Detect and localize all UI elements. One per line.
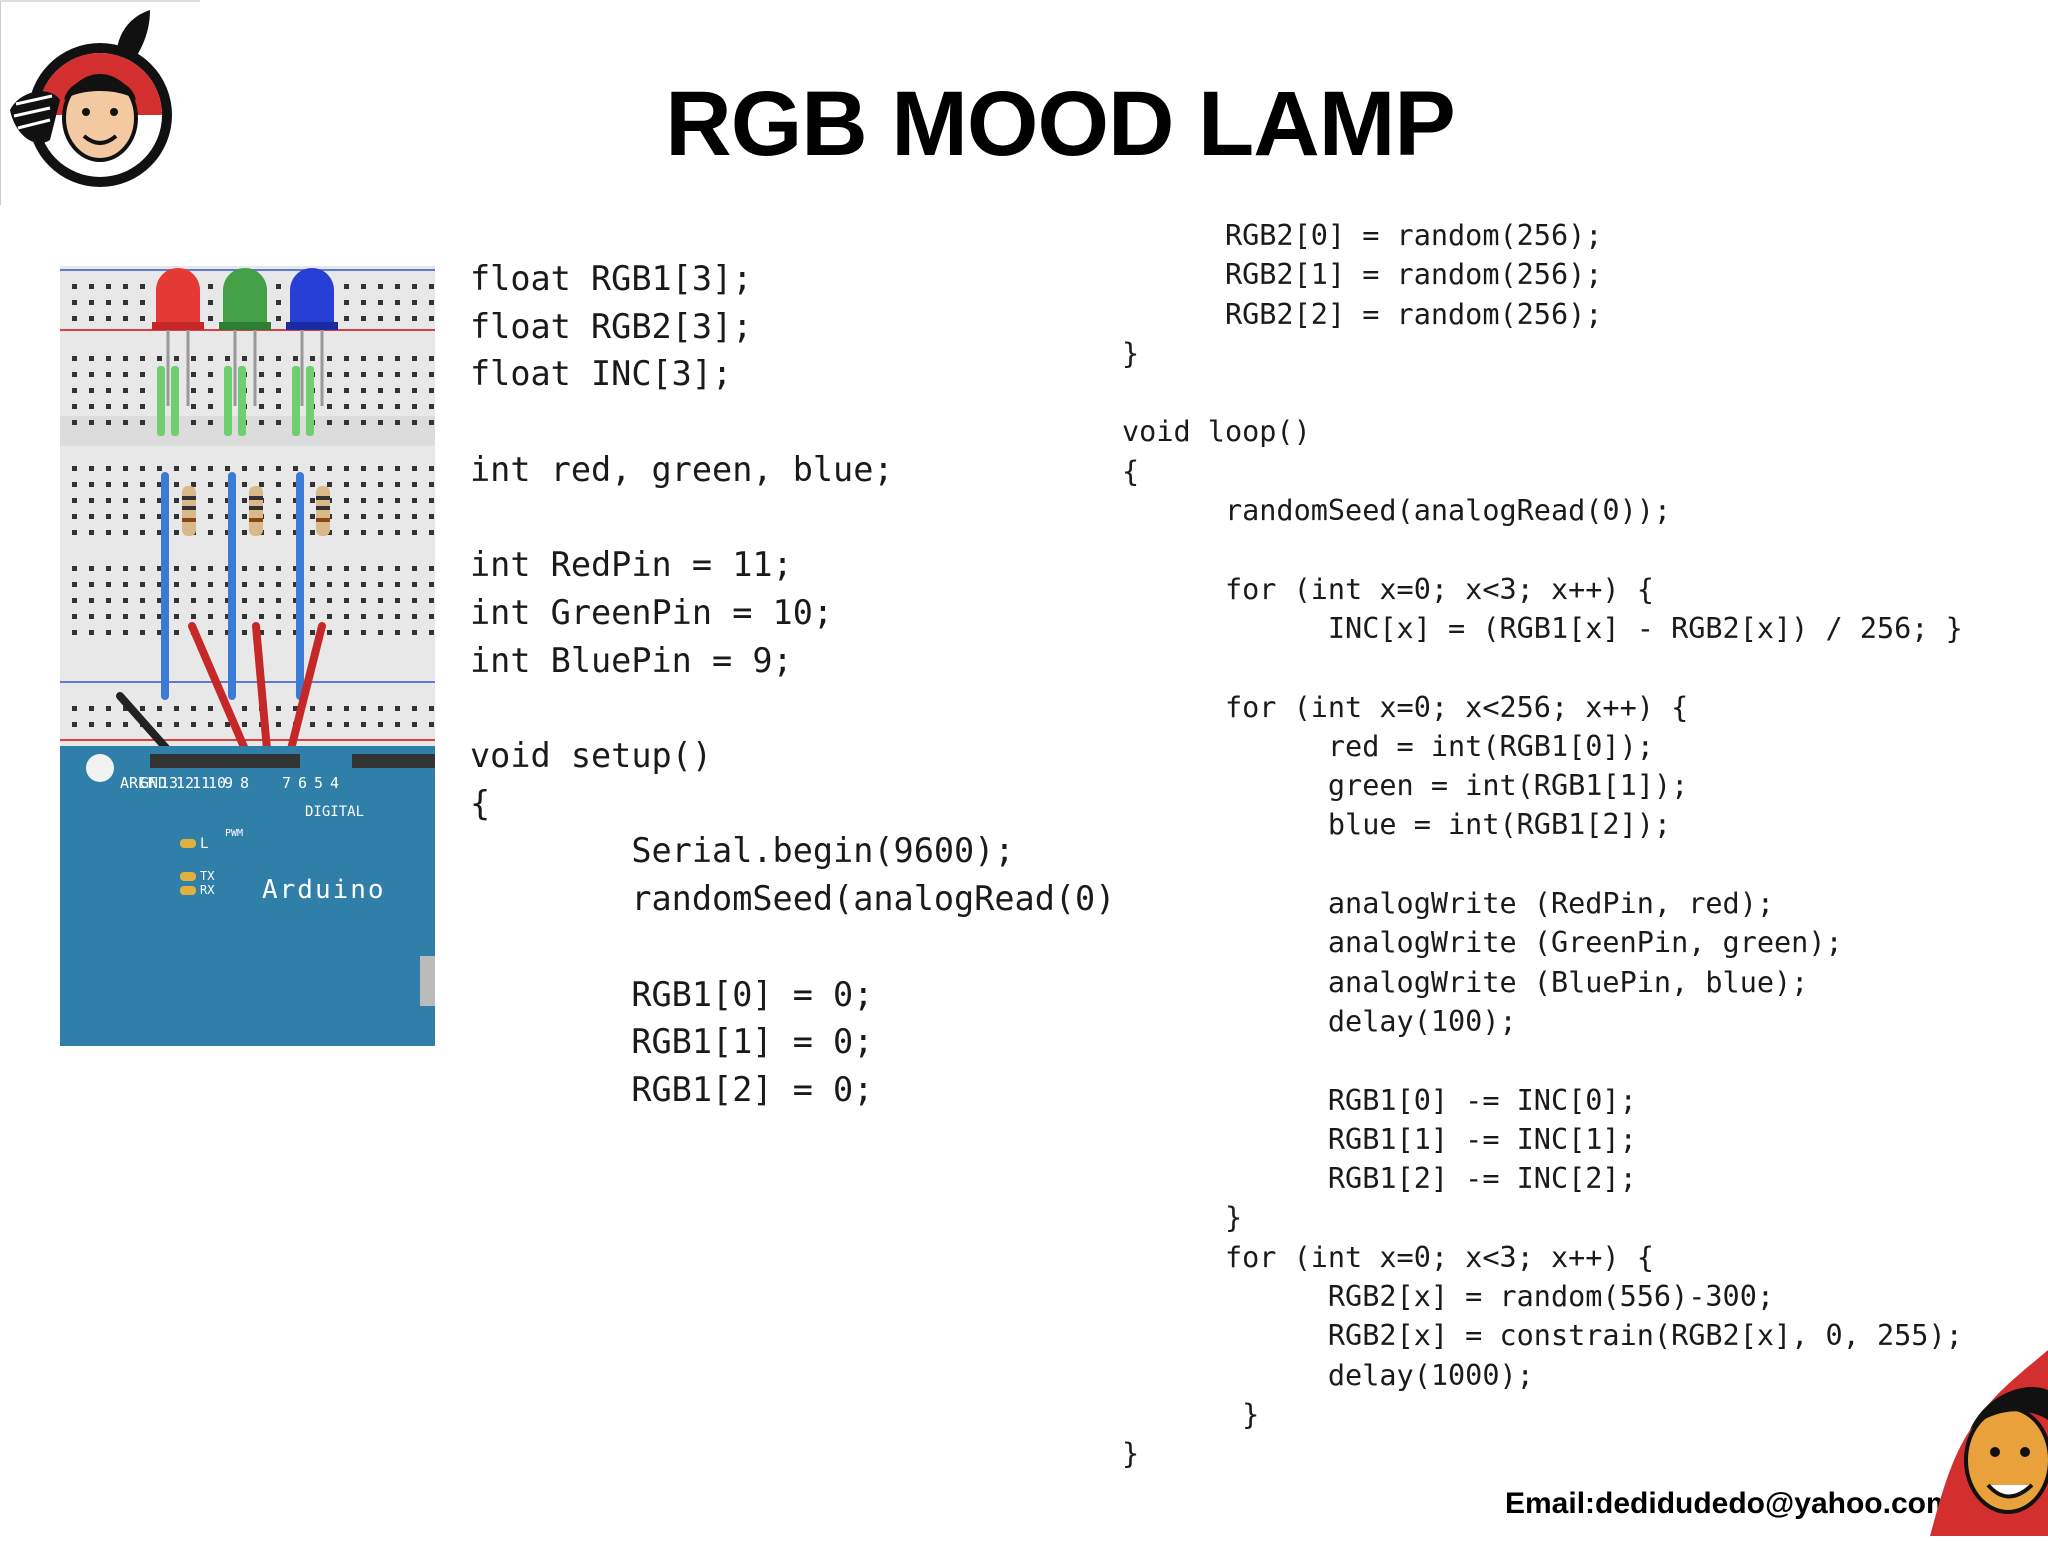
code-line: ​ [470, 398, 1115, 446]
header-pin-label: 11 [192, 774, 210, 792]
header-pin-label: 8 [240, 774, 249, 792]
code-line: ​ [1122, 373, 1963, 412]
header-pin-label: 5 [314, 774, 323, 792]
led-l-label: L [200, 836, 208, 852]
code-line: } [1122, 336, 1140, 370]
code-line: float INC[3]; [470, 354, 733, 394]
code-line: for (int x=0; x<3; x++) { [1122, 572, 1654, 606]
code-line: randomSeed(analogRead(0) [470, 879, 1116, 919]
code-line: int GreenPin = 10; [470, 592, 834, 632]
code-line: RGB1[2] -= INC[2]; [1122, 1162, 1637, 1196]
header-pin-label: 10 [208, 774, 226, 792]
code-line: Serial.begin(9600); [470, 831, 1015, 871]
caricature-logo-icon [0, 0, 200, 205]
code-line: for (int x=0; x<3; x++) { [1122, 1240, 1654, 1274]
code-line: analogWrite (BluePin, blue); [1122, 965, 1809, 999]
code-line: delay(100); [1122, 1004, 1517, 1038]
page-title: RGB MOOD LAMP [665, 73, 1455, 175]
code-line: int red, green, blue; [470, 449, 894, 489]
code-line: } [1122, 1397, 1260, 1431]
code-line: float RGB1[3]; [470, 259, 753, 298]
code-line: delay(1000); [1122, 1358, 1534, 1392]
caricature-face-icon [1930, 1350, 2048, 1536]
header-pin-label: 12 [176, 774, 194, 792]
code-line: } [1122, 1201, 1243, 1235]
code-line: RGB1[2] = 0; [470, 1069, 874, 1109]
code-line: RGB2[x] = random(556)-300; [1122, 1280, 1775, 1314]
code-line: { [470, 783, 491, 823]
code-line: ​ [1122, 648, 1963, 687]
code-line: RGB2[0] = random(256); [1122, 219, 1603, 252]
code-line: red = int(RGB1[0]); [1122, 729, 1654, 763]
pwm-label: PWM [225, 828, 243, 839]
code-line: int RedPin = 11; [470, 545, 793, 585]
code-line: blue = int(RGB1[2]); [1122, 808, 1672, 842]
code-line: for (int x=0; x<256; x++) { [1122, 690, 1689, 724]
code-block-left: float RGB1[3]; float RGB2[3]; float INC[3]… [470, 255, 1115, 1114]
code-line: } [1122, 1437, 1140, 1471]
led-rx-label: RX [200, 883, 215, 897]
header-pin-label: 4 [330, 774, 339, 792]
header-pin-label: 9 [224, 774, 233, 792]
code-line: ​ [1122, 845, 1963, 884]
code-line: void setup() [470, 736, 713, 776]
code-line: ​ [1122, 530, 1963, 569]
email-footer: Email:dedidudedo@yahoo.com [1505, 1487, 1953, 1520]
code-line: analogWrite (RedPin, red); [1122, 887, 1775, 921]
code-line: { [1122, 454, 1140, 488]
code-line: randomSeed(analogRead(0)); [1122, 494, 1672, 528]
code-line: INC[x] = (RGB1[x] - RGB2[x]) / 256; } [1122, 611, 1963, 645]
code-block-right: RGB2[0] = random(256); RGB2[1] = random(… [1122, 216, 1963, 1474]
code-line: float RGB2[3]; [470, 306, 753, 346]
header-pin-label: 6 [298, 774, 307, 792]
code-line: RGB2[2] = random(256); [1122, 297, 1603, 331]
board-label: Arduino [262, 875, 386, 905]
digital-label: DIGITAL [305, 804, 364, 820]
code-line: RGB1[1] = 0; [470, 1022, 874, 1062]
code-line: RGB1[1] -= INC[1]; [1122, 1122, 1637, 1156]
code-line: RGB2[x] = constrain(RGB2[x], 0, 255); [1122, 1319, 1963, 1353]
led-tx-label: TX [200, 869, 215, 883]
code-line: RGB1[0] -= INC[0]; [1122, 1083, 1637, 1117]
code-line: RGB2[1] = random(256); [1122, 258, 1603, 292]
header-pin-label: 7 [282, 774, 291, 792]
code-line: ​ [470, 494, 1115, 542]
code-line: green = int(RGB1[1]); [1122, 769, 1689, 803]
code-line: ​ [470, 923, 1115, 971]
code-line: ​ [470, 684, 1115, 732]
header-pin-label: AREF [120, 774, 156, 792]
header-pin-label: 13 [160, 774, 178, 792]
code-line: void loop() [1122, 415, 1311, 449]
code-line: int BluePin = 9; [470, 640, 793, 680]
code-line: ​ [1122, 1041, 1963, 1080]
code-line: RGB1[0] = 0; [470, 974, 874, 1014]
header-pin-label: GND [140, 774, 167, 792]
code-line: analogWrite (GreenPin, green); [1122, 926, 1843, 960]
